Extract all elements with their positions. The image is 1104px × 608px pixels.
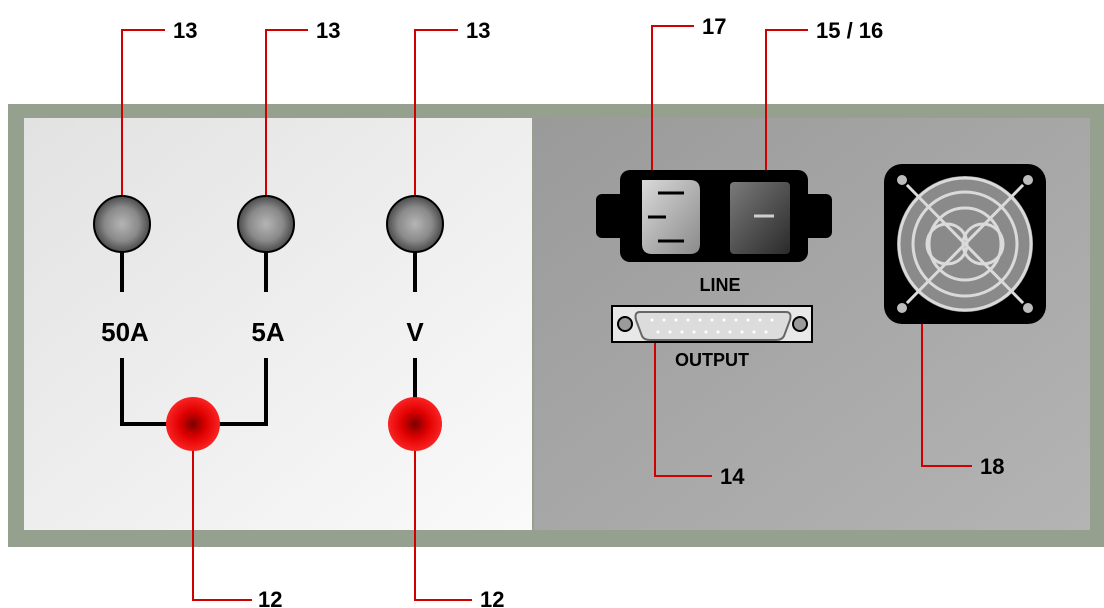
callout-leaders-top: [121, 25, 808, 200]
terminal-label-5a: 5A: [251, 317, 284, 347]
red-terminal-current: [166, 397, 220, 451]
red-terminal-voltage: [388, 397, 442, 451]
gray-terminal-50a: [93, 195, 151, 253]
power-inlet-icon: [642, 180, 700, 254]
power-switch-icon: [730, 182, 790, 254]
gray-terminal-5a: [237, 195, 295, 253]
output-label: OUTPUT: [675, 350, 749, 370]
power-entry-module: [596, 170, 832, 262]
terminal-label-v: V: [406, 317, 424, 347]
callout-leaders-bottom: [192, 305, 972, 601]
gray-terminal-v: [386, 195, 444, 253]
callout-17: 17: [702, 14, 726, 39]
line-label: LINE: [699, 275, 740, 295]
terminal-label-50a: 50A: [101, 317, 149, 347]
output-connector: [611, 305, 813, 343]
fan-icon: [884, 164, 1046, 324]
left-panel: [24, 118, 532, 530]
callout-12-a: 12: [258, 587, 282, 608]
callout-13-a: 13: [173, 18, 197, 43]
callout-15-16: 15 / 16: [816, 18, 883, 43]
callout-12-b: 12: [480, 587, 504, 608]
callout-13-c: 13: [466, 18, 490, 43]
callout-18: 18: [980, 454, 1004, 479]
callout-13-b: 13: [316, 18, 340, 43]
callout-14: 14: [720, 464, 745, 489]
